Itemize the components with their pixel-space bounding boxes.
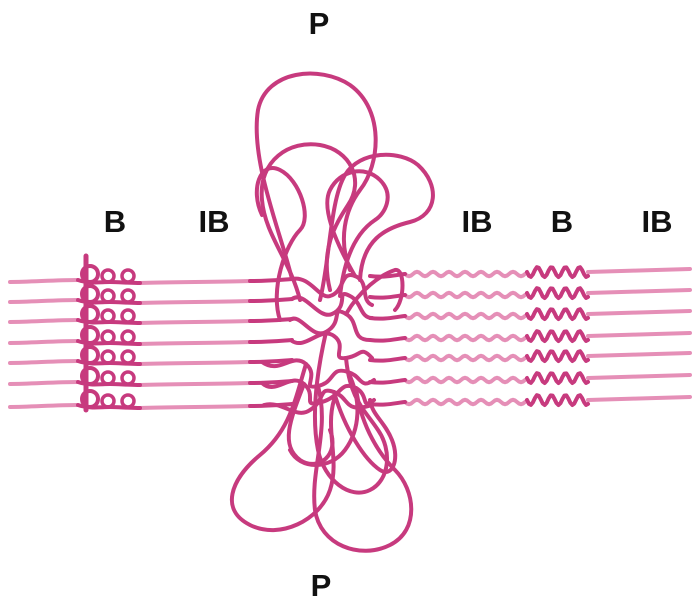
puff-label-top: P xyxy=(309,8,330,39)
band-coil-loop xyxy=(122,290,134,302)
strand-left-segment xyxy=(10,382,78,384)
strand-band-right xyxy=(527,288,588,298)
strand-interband-left xyxy=(140,383,250,385)
strand-interband-left xyxy=(140,281,250,283)
strand-band-right xyxy=(527,395,588,405)
strand-interband-left xyxy=(140,321,250,323)
strand-puff-entry-left xyxy=(250,340,292,342)
strand-puff-exit-right xyxy=(370,338,405,341)
strand-interband-left xyxy=(140,301,250,303)
strand-interband-middle xyxy=(405,293,525,297)
band-coil-loop xyxy=(122,395,134,407)
band-coil-loop xyxy=(122,372,134,384)
strand-puff-exit-right xyxy=(370,316,405,319)
puff-loops xyxy=(232,74,433,551)
strand-left-segment xyxy=(10,320,78,322)
strand-puff-exit-right xyxy=(370,402,405,405)
band-label-left: B xyxy=(104,206,126,237)
strand-interband-left xyxy=(140,342,250,344)
strand-left-segment xyxy=(10,300,78,302)
strand-interband-middle xyxy=(405,378,525,382)
strand-interband-middle xyxy=(405,336,525,340)
strand-band-right xyxy=(527,267,588,277)
band-label-right: B xyxy=(551,206,573,237)
left-band-coils xyxy=(78,256,140,410)
strand-left-segment xyxy=(10,280,78,282)
strand-interband-right xyxy=(588,290,690,293)
band-coil-loop xyxy=(122,351,134,363)
strand-interband-right xyxy=(588,353,690,356)
strand-interband-right xyxy=(588,397,690,400)
strand-interband-left xyxy=(140,406,250,408)
strand-puff-exit-right xyxy=(370,358,405,361)
strand-interband-middle xyxy=(405,314,525,318)
strand-interband-left xyxy=(140,362,250,364)
strand-band-right xyxy=(527,331,588,341)
band-coil-loop xyxy=(122,270,134,282)
strand-interband-middle xyxy=(405,400,525,404)
strand-left-segment xyxy=(10,361,78,363)
right-band-coils xyxy=(527,267,588,405)
strand-band-right xyxy=(527,373,588,383)
puff-label-bottom: P xyxy=(311,570,332,601)
strand-band-right xyxy=(527,351,588,361)
strand-interband-middle xyxy=(405,272,525,276)
strand-interband-right xyxy=(588,375,690,378)
strand-interband-right xyxy=(588,269,690,272)
band-coil-loop xyxy=(122,331,134,343)
strand-puff-entry-left xyxy=(250,319,292,321)
strand-left-segment xyxy=(10,341,78,343)
strand-interband-right xyxy=(588,333,690,336)
strand-left-segment xyxy=(10,405,78,407)
interband-label-right: IB xyxy=(642,206,673,237)
interband-label-left: IB xyxy=(199,206,230,237)
strand-interband-middle xyxy=(405,356,525,360)
strand-puff-entry-left xyxy=(250,299,292,301)
band-coil-loop xyxy=(122,310,134,322)
strand-puff-entry-left xyxy=(250,279,292,281)
strand-band-right xyxy=(527,309,588,319)
puff-loop-top xyxy=(257,74,376,279)
strand-interband-right xyxy=(588,311,690,314)
interband-label-middle: IB xyxy=(462,206,493,237)
